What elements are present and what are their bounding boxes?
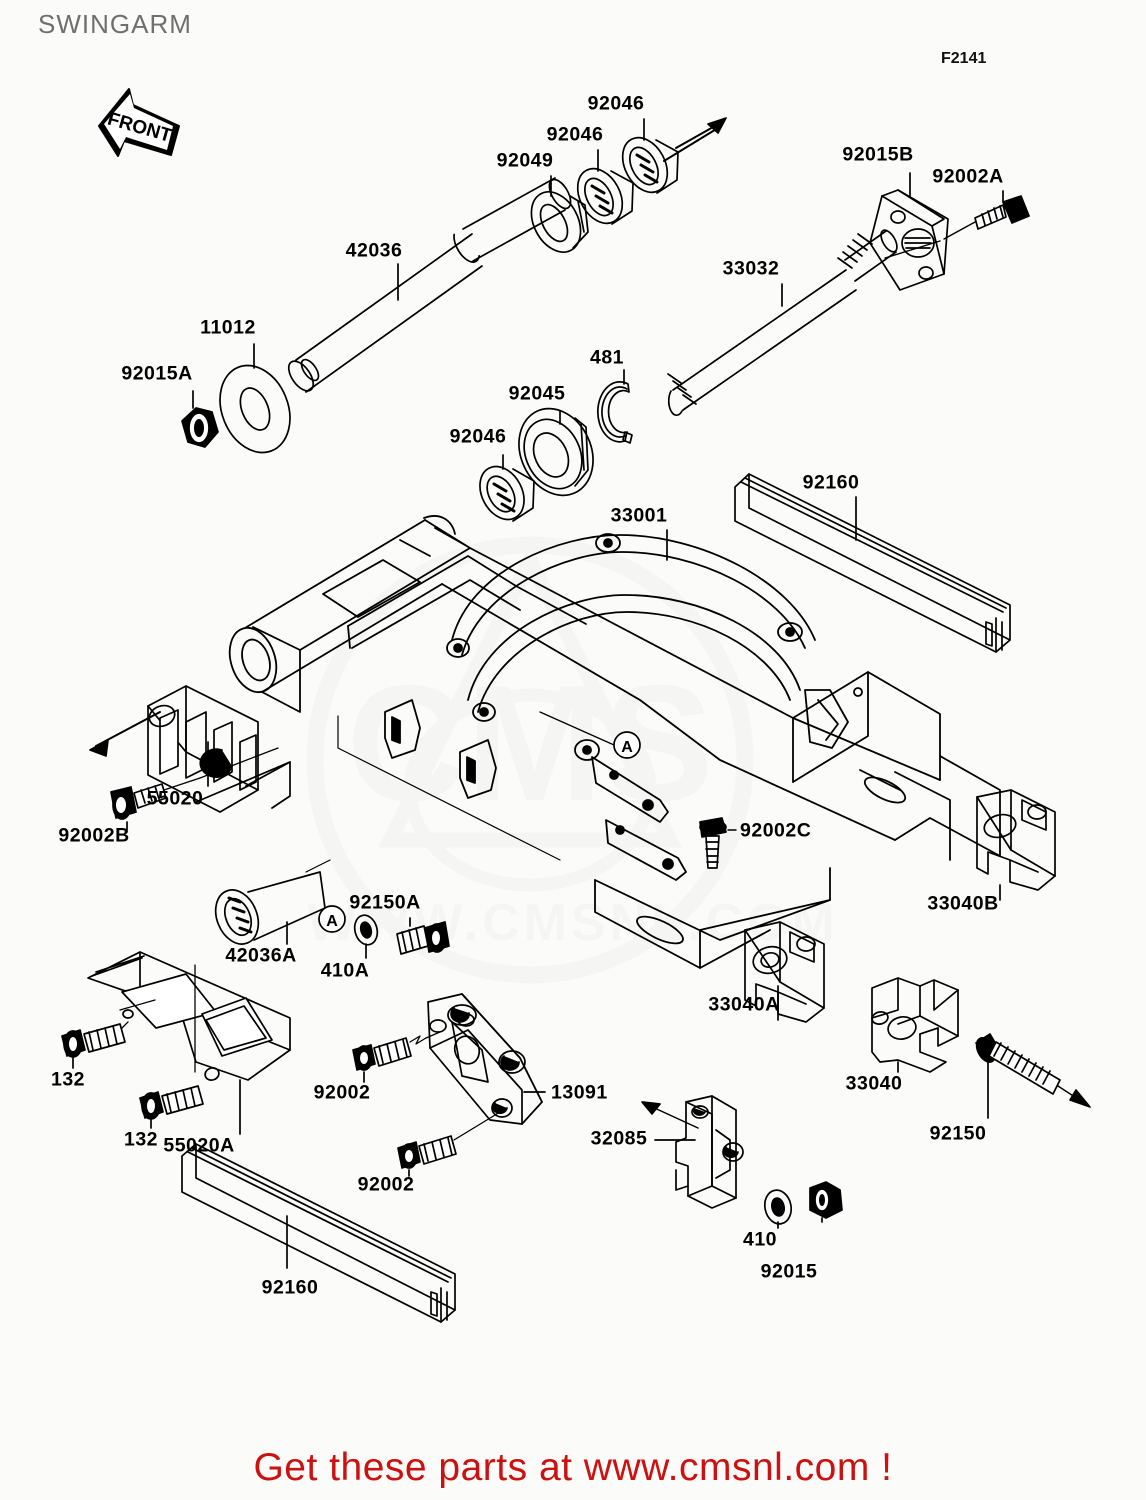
part-92015-nut [809, 1181, 843, 1219]
part-92049-oil-seal [530, 191, 589, 253]
part-label: 92045 [508, 382, 566, 405]
part-label: 92002 [313, 1081, 371, 1104]
part-92002C-bolt [699, 817, 737, 869]
part-label: 55020 [146, 787, 204, 810]
part-label: 410A [320, 959, 370, 982]
part-label: 11012 [200, 316, 256, 339]
section-marker-a-body: A [539, 711, 641, 759]
part-11012-washer [219, 364, 291, 454]
part-label: 33040 [845, 1072, 903, 1095]
part-92015B-plate [869, 189, 949, 291]
part-label: 92046 [587, 92, 645, 115]
part-92046-needle-upper [621, 136, 679, 194]
part-label: 92160 [802, 471, 860, 494]
part-label: 92046 [449, 425, 507, 448]
part-label: 92015B [842, 143, 914, 166]
part-label: 92150 [929, 1122, 987, 1145]
part-92002A-bolt [884, 195, 1030, 259]
part-label: 92046 [546, 123, 604, 146]
part-92002B-bolt [110, 747, 279, 820]
part-label: 92015 [760, 1260, 818, 1283]
part-33032-shaft [667, 229, 898, 417]
part-92045-ball-bearing [518, 407, 594, 497]
part-label: 132 [50, 1068, 86, 1091]
part-410-washer [763, 1189, 793, 1225]
part-481-circlip [596, 381, 633, 444]
part-label: 92002C [740, 819, 812, 842]
part-132-bolt-upper [61, 1021, 129, 1058]
part-32085-bracket [675, 1095, 744, 1209]
part-label: 55020A [163, 1134, 235, 1157]
part-label: 33040A [708, 993, 780, 1016]
part-92160-chain-guard-upper [734, 473, 1011, 653]
part-92002-bolt-lower [397, 1111, 501, 1169]
part-label: 42036A [225, 944, 297, 967]
part-92046-needle-lower [479, 465, 535, 522]
part-33040B-adjuster [976, 789, 1056, 891]
part-92002-bolt-upper [352, 1031, 441, 1071]
part-33001-swingarm-body [228, 515, 1001, 969]
part-33040-adjuster [871, 977, 959, 1073]
part-label: 132 [123, 1128, 159, 1151]
part-label: 92160 [261, 1276, 319, 1299]
svg-text:A: A [326, 913, 338, 930]
part-label: 92002A [932, 165, 1004, 188]
part-92015A-nut [181, 407, 219, 448]
part-label: 13091 [551, 1081, 608, 1104]
part-label: 32085 [590, 1127, 648, 1150]
part-42036-pivot-shaft [287, 177, 572, 393]
part-92150A-bolt [396, 921, 450, 955]
part-label: 92150A [349, 891, 421, 914]
part-label: 33032 [722, 257, 780, 280]
part-410A-washer [353, 914, 379, 946]
part-label: 92002B [58, 824, 130, 847]
part-label: 33001 [610, 504, 668, 527]
part-label: 92049 [496, 149, 554, 172]
page-title: SWINGARM [38, 9, 192, 39]
front-arrow-badge: FRONT [98, 88, 180, 157]
part-label: 42036 [345, 239, 403, 262]
part-13091-holder [427, 993, 543, 1125]
part-92150-bolt [975, 1033, 1091, 1108]
part-55020A-guard [87, 951, 291, 1081]
footer-cta[interactable]: Get these parts at www.cmsnl.com ! [253, 1446, 893, 1489]
section-marker-a-lower: A [318, 905, 346, 933]
part-42036A-collar [214, 859, 331, 945]
part-label: 92002 [357, 1173, 415, 1196]
part-92046-needle-mid [576, 167, 634, 225]
part-label: 481 [589, 346, 625, 369]
part-label: 33040B [927, 892, 999, 915]
part-132-bolt-lower [139, 1085, 204, 1120]
part-label: 410 [742, 1228, 778, 1251]
part-label: 92015A [121, 362, 193, 385]
svg-text:A: A [621, 739, 633, 756]
part-92160-chain-guard-lower [181, 1143, 456, 1323]
figure-code: F2141 [941, 50, 987, 67]
